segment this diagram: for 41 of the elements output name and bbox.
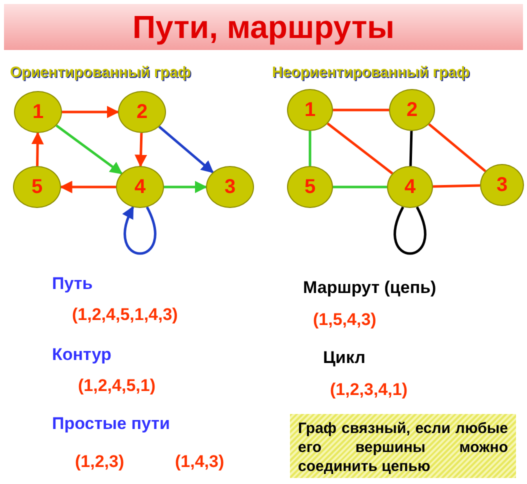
arrow bbox=[158, 126, 214, 174]
graph-vertex: 3 bbox=[480, 164, 524, 206]
loop-line bbox=[394, 206, 426, 255]
arrow bbox=[31, 132, 44, 166]
note-box: Граф связный, если любые его вершины можно соединить цепью bbox=[290, 414, 516, 478]
graph-vertex: 5 bbox=[287, 166, 333, 208]
label-text: Контур bbox=[52, 345, 112, 365]
label-text: (1,2,4,5,1) bbox=[78, 376, 156, 396]
label-text: Цикл bbox=[323, 348, 366, 368]
connector-line bbox=[333, 108, 389, 112]
graph-vertex: 1 bbox=[14, 91, 62, 133]
graph-vertex: 2 bbox=[389, 89, 435, 131]
connector-line bbox=[333, 186, 387, 188]
arrow bbox=[60, 180, 116, 194]
label-text: Маршрут (цепь) bbox=[303, 278, 436, 298]
connector-line bbox=[308, 131, 312, 166]
label-text: Путь bbox=[52, 274, 93, 294]
graph-vertex: 4 bbox=[116, 166, 164, 208]
label-text: (1,2,3) bbox=[75, 452, 124, 472]
graph-vertex: 5 bbox=[13, 166, 61, 208]
label-text: (1,2,3,4,1) bbox=[330, 380, 408, 400]
label-text: Простые пути bbox=[52, 414, 170, 434]
arrow bbox=[56, 124, 123, 174]
heading: Ориентированный граф bbox=[10, 64, 191, 81]
graph-vertex: 3 bbox=[206, 166, 254, 208]
connector-line bbox=[409, 130, 413, 166]
label-text: (1,2,4,5,1,4,3) bbox=[72, 305, 178, 325]
label-text: (1,5,4,3) bbox=[313, 310, 376, 330]
graph-vertex: 4 bbox=[387, 166, 433, 208]
title-banner: Пути, маршруты bbox=[4, 4, 523, 50]
arrow bbox=[62, 106, 120, 118]
label-text: (1,4,3) bbox=[175, 452, 224, 472]
graph-vertex: 1 bbox=[287, 89, 333, 131]
loop-arrow bbox=[122, 206, 156, 255]
arrow bbox=[164, 180, 208, 194]
heading: Неориентированный граф bbox=[272, 64, 470, 81]
graph-vertex: 2 bbox=[118, 91, 166, 133]
connector-line bbox=[326, 122, 394, 174]
connector-line bbox=[432, 184, 480, 188]
connector-line bbox=[428, 123, 486, 172]
arrow bbox=[134, 132, 148, 168]
